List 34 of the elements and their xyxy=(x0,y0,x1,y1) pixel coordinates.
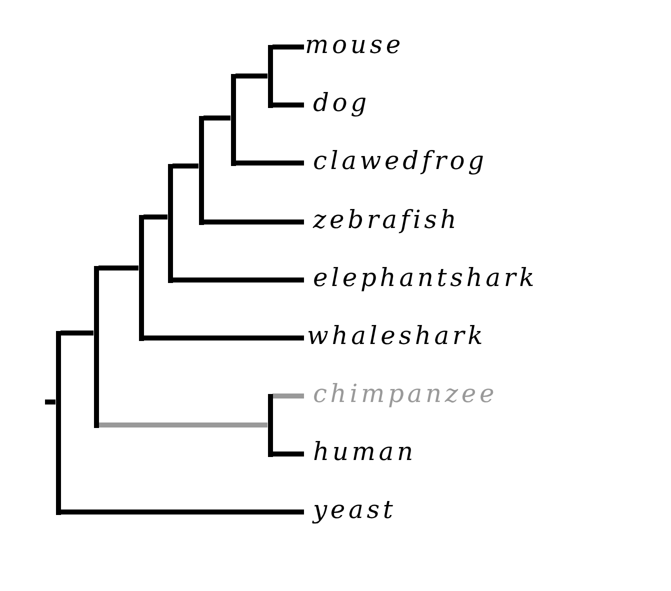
branch-line xyxy=(60,510,304,514)
clade-bar xyxy=(268,394,272,456)
clade-bar xyxy=(94,266,98,428)
taxon-label: zebrafish xyxy=(304,205,460,235)
branch-line xyxy=(98,266,138,270)
taxon-label: chimpanzee xyxy=(304,379,498,409)
taxon-label: clawedfrog xyxy=(304,146,488,176)
branch-line xyxy=(204,220,304,224)
taxon-label: human xyxy=(304,437,416,467)
taxon-label: yeast xyxy=(304,495,396,525)
branch-line xyxy=(204,116,230,120)
branch-line xyxy=(45,400,56,404)
branch-line xyxy=(98,422,268,428)
branch-line xyxy=(272,394,304,398)
branch-line xyxy=(172,164,198,168)
branch-line xyxy=(60,330,94,336)
branch-line xyxy=(144,214,168,220)
branch-line xyxy=(172,278,304,282)
taxon-label: dog xyxy=(304,88,370,118)
taxon-label: elephantshark xyxy=(304,263,538,293)
branch-line xyxy=(236,74,268,78)
taxon-label: mouse xyxy=(304,30,404,60)
branch-line xyxy=(272,102,304,108)
clade-bar xyxy=(268,44,272,108)
clade-bar xyxy=(198,116,204,224)
branch-line xyxy=(236,160,304,166)
clade-bar xyxy=(56,330,60,514)
clade-bar xyxy=(138,214,144,340)
branch-line xyxy=(272,44,304,50)
branch-line xyxy=(144,336,304,340)
clade-bar xyxy=(168,164,172,282)
taxon-label: whaleshark xyxy=(304,321,486,351)
branch-line xyxy=(272,452,304,456)
clade-bar xyxy=(230,74,236,166)
